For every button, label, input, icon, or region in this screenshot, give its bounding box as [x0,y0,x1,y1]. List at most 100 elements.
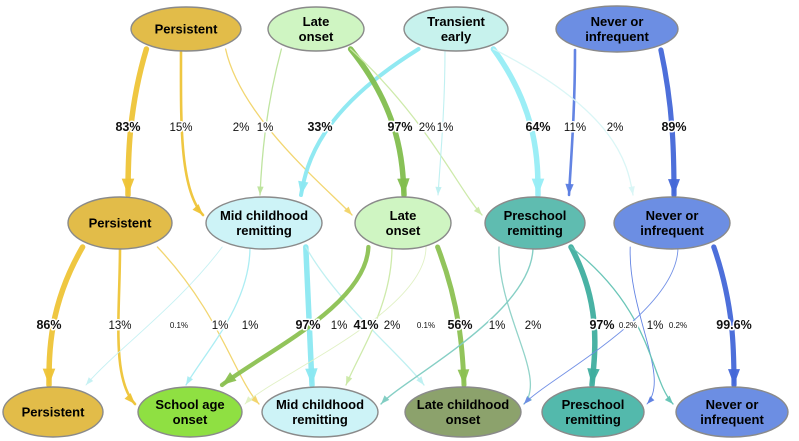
node-ellipse-lateonset_t [267,6,365,52]
node-ellipse-transient_t [403,6,509,52]
node-label-line: Late [303,14,330,29]
edge-label-persistent_m-to-midchild_b: 1% [212,320,229,332]
node-label-line: Preschool [504,208,567,223]
node-label-line: Mid childhood [220,208,308,223]
edge-label-preschool_m-to-preschool_b: 97% [589,318,614,332]
node-label-line: Preschool [562,397,625,412]
arrowhead-lateonset_m-to-schoolage_b [245,396,253,404]
node-label-persistent_b: Persistent [22,405,86,420]
node-label-line: Never or [591,14,644,29]
node-persistent_t: Persistent [130,6,242,52]
node-label-line: Never or [706,397,759,412]
edge-label-lateonset_t-to-preschool_m: 2% [419,122,436,134]
node-ellipse-never_b [675,386,789,438]
edge-label-lateonset_m-to-midchild_b: 2% [384,320,401,332]
node-label-line: Persistent [155,22,219,37]
edge-lateonset_m-to-midchild_b [345,246,393,386]
edge-never_m-to-latechild_b [523,246,679,405]
edge-label-persistent_m-to-persistent_b: 86% [36,318,61,332]
arrowhead-transient_t-to-never_m [628,186,635,195]
arrowhead-transient_t-to-midchild_m [298,180,309,195]
arrowhead-lateonset_m-to-latechild_b [457,369,470,385]
node-label-line: Mid childhood [276,397,364,412]
node-label-line: infrequent [700,412,764,427]
arrowhead-midchild_m-to-schoolage_b [186,376,193,385]
node-label-line: infrequent [640,223,704,238]
arrowhead-lateonset_m-to-schoolage_b [222,372,237,385]
edge-label-persistent_t-to-persistent_m: 83% [115,120,140,134]
edge-label-transient_t-to-preschool_m: 64% [525,120,550,134]
edge-label-preschool_m-to-midchild_b: 2% [525,320,542,332]
edge-persistent_m-to-midchild_b [156,246,260,405]
node-label-line: remitting [565,412,621,427]
edge-label-lateonset_m-to-schoolage_b: 0.1% [417,321,435,330]
edge-label-lateonset_t-to-lateonset_m: 97% [387,120,412,134]
node-label-line: infrequent [585,29,649,44]
edge-preschool_m-to-never_b [570,246,674,405]
edge-persistent_m-to-schoolage_b [117,245,137,406]
node-ellipse-never_m [613,196,731,250]
edge-lateonset_m-to-schoolage_b [219,244,371,388]
edge-label-transient_t-to-lateonset_m: 1% [437,122,454,134]
node-label-line: Persistent [22,405,86,420]
arrowhead-never_m-to-latechild_b [524,396,532,404]
edge-label-persistent_t-to-lateonset_m: 2% [233,122,250,134]
node-label-line: remitting [507,223,563,238]
node-label-persistent_m: Persistent [89,216,153,231]
edge-midchild_m-to-latechild_b [305,246,425,386]
edge-label-transient_t-to-never_m: 2% [607,122,624,134]
node-label-line: onset [446,412,481,427]
edge-label-layer: 83%15%2%1%33%97%2%1%64%11%2%89%86%13%0.1… [35,119,753,334]
node-ellipse-never_t [555,5,679,53]
edge-label-preschool_m-to-latechild_b: 1% [489,320,506,332]
edge-label-never_m-to-latechild_b: 0.2% [669,321,687,330]
edge-label-never_t-to-never_m: 89% [661,120,686,134]
node-ellipse-schoolage_b [137,386,243,438]
node-ellipse-preschool_b [541,386,645,438]
arrowhead-midchild_m-to-midchild_b [305,368,318,385]
edge-never_m-to-preschool_b [629,246,655,405]
edge-label-persistent_m-to-schoolage_b: 13% [108,320,131,332]
arrowhead-lateonset_m-to-midchild_b [346,375,353,385]
arrowhead-persistent_m-to-persistent_b [42,368,56,385]
edge-label-midchild_m-to-schoolage_b: 1% [242,320,259,332]
arrowhead-never_t-to-never_m [668,179,680,195]
node-ellipse-preschool_m [484,196,586,250]
edge-label-midchild_m-to-latechild_b: 1% [331,320,348,332]
edge-label-never_m-to-never_b: 99.6% [716,318,751,332]
node-ellipse-lateonset_m [354,196,452,250]
edge-label-lateonset_t-to-midchild_m: 1% [257,122,274,134]
node-persistent_m: Persistent [67,196,173,250]
arrowhead-persistent_t-to-lateonset_m [343,206,352,215]
arrowhead-persistent_m-to-schoolage_b [124,393,135,404]
edge-midchild_m-to-schoolage_b [185,246,251,386]
arrowhead-persistent_m-to-midchild_b [250,395,259,404]
arrowhead-never_m-to-never_b [728,369,740,385]
edge-never_t-to-preschool_m [567,48,577,197]
arrowhead-lateonset_t-to-preschool_m [473,206,482,215]
edge-layer [42,46,740,406]
arrowhead-transient_t-to-preschool_m [531,178,545,195]
arrowhead-preschool_m-to-preschool_b [587,368,600,385]
edge-label-lateonset_m-to-schoolage_b: 41% [353,318,378,332]
edge-transient_t-to-never_m [492,48,634,196]
arrowhead-midchild_m-to-persistent_b [86,377,94,385]
arrowhead-midchild_m-to-latechild_b [416,376,424,385]
arrowhead-transient_t-to-lateonset_m [435,186,442,195]
node-persistent_b: Persistent [2,386,104,438]
edge-persistent_t-to-lateonset_m [224,48,353,216]
